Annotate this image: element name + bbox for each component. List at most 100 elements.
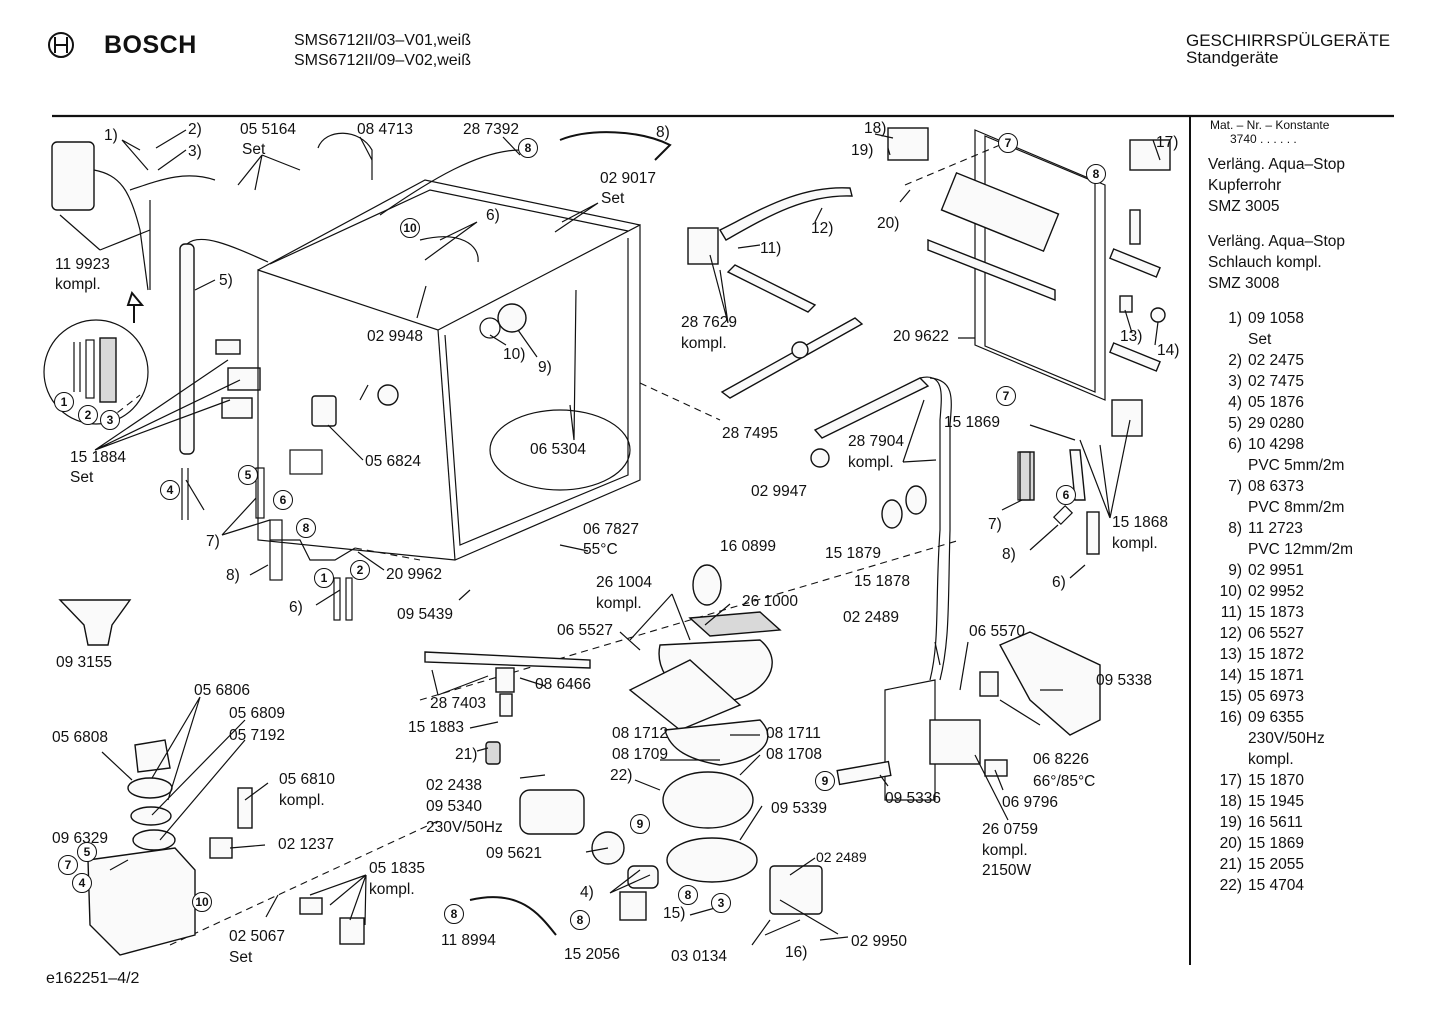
callout-17: 17): [1156, 134, 1179, 151]
label-06-7827: 06 7827: [583, 521, 640, 538]
parts-list-text: 15 1873: [1248, 604, 1305, 621]
parts-list-item: 15)05 6973: [1208, 686, 1438, 707]
label-02-9950: 02 9950: [851, 933, 908, 950]
label-28-7904: 28 7904: [848, 433, 905, 450]
callout-18: 18): [864, 120, 887, 137]
water-duct-illustration: [810, 376, 952, 681]
label-11-8994: 11 8994: [441, 932, 496, 949]
callout-9-tub: 9): [538, 359, 552, 376]
parts-list-number: 10): [1219, 583, 1242, 600]
legend-block2-line3: SMZ 3008: [1208, 275, 1280, 292]
circled-number-10-top: 10: [400, 218, 420, 238]
label-02-5067-set: Set: [229, 949, 253, 966]
label-05-6809: 05 6809: [229, 705, 286, 722]
label-05-5164-set: Set: [242, 141, 266, 158]
label-05-6810: 05 6810: [279, 771, 336, 788]
parts-list-number: 7): [1228, 478, 1242, 495]
bosch-armature-icon: [48, 32, 74, 58]
label-02-2489-bottom: 02 2489: [816, 849, 867, 865]
label-15-1869: 15 1869: [944, 414, 1001, 431]
parts-list-number: 2): [1228, 352, 1242, 369]
label-06-5527: 06 5527: [557, 622, 614, 639]
label-06-5304: 06 5304: [530, 441, 587, 458]
label-05-6806: 05 6806: [194, 682, 251, 699]
upper-spray-arm-illustration: [687, 187, 864, 399]
parts-list-text: 29 0280: [1248, 415, 1305, 432]
parts-list-item: 9)02 9951: [1208, 560, 1438, 581]
circled-number-8-panel: 8: [1086, 164, 1106, 184]
label-02-9947: 02 9947: [751, 483, 808, 500]
parts-list-text: 02 9952: [1248, 583, 1305, 600]
circled-number-2-left: 2: [350, 560, 370, 580]
callout-4-pump: 4): [580, 884, 594, 901]
label-08-1709: 08 1709: [612, 746, 669, 763]
parts-list-text: 06 5527: [1248, 625, 1305, 642]
parts-list-text: 09 6355 230V/50Hz kompl.: [1248, 709, 1325, 768]
label-06-8226: 06 8226: [1033, 751, 1090, 768]
parts-list-text: 15 1871: [1248, 667, 1305, 684]
callout-13: 13): [1120, 328, 1143, 345]
label-15-1868-kompl: kompl.: [1112, 535, 1158, 552]
konstante-label: Mat. – Nr. – Konstante: [1210, 118, 1330, 132]
leader-dash-1: [639, 382, 721, 421]
parts-list-number: 18): [1219, 793, 1242, 810]
callout-15: 15): [663, 905, 686, 922]
circled-number-9-heater: 9: [815, 771, 835, 791]
parts-list-number: 19): [1219, 814, 1242, 831]
circled-number-10-softener: 10: [192, 892, 212, 912]
callout-7-right: 7): [988, 516, 1002, 533]
water-softener-illustration: [58, 599, 365, 956]
parts-list-number: 5): [1228, 415, 1242, 432]
label-09-5439: 09 5439: [397, 606, 454, 623]
parts-list-number: 11): [1220, 604, 1242, 621]
label-02-9017-set: Set: [601, 190, 625, 207]
parts-list-number: 3): [1228, 373, 1242, 390]
label-15-1883: 15 1883: [408, 719, 465, 736]
parts-list-item: 22)15 4704: [1208, 875, 1438, 896]
label-05-6824: 05 6824: [365, 453, 422, 470]
label-02-1237: 02 1237: [278, 836, 335, 853]
callout-19: 19): [851, 142, 874, 159]
parts-list-number: 21): [1219, 856, 1242, 873]
label-02-2489-top: 02 2489: [843, 609, 900, 626]
label-55c: 55°C: [583, 541, 618, 558]
circled-number-6-left: 6: [273, 490, 293, 510]
label-05-5164: 05 5164: [240, 121, 297, 138]
label-15-1884: 15 1884: [70, 449, 127, 466]
label-09-5338: 09 5338: [1096, 672, 1153, 689]
parts-list-number: 16): [1219, 709, 1242, 726]
label-11-9923: 11 9923: [55, 256, 110, 273]
parts-list-text: 10 4298 PVC 5mm/2m: [1248, 436, 1345, 474]
label-20-9622: 20 9622: [893, 328, 950, 345]
label-08-1712: 08 1712: [612, 725, 669, 742]
label-08-1708: 08 1708: [766, 746, 823, 763]
parts-list-text: 02 7475: [1248, 373, 1305, 390]
label-20-9962: 20 9962: [386, 566, 443, 583]
callout-14: 14): [1157, 342, 1180, 359]
parts-list-item: 13)15 1872: [1208, 644, 1438, 665]
label-09-5340-voltage: 230V/50Hz: [426, 819, 503, 836]
model-number-2: SMS6712II/09–V02,weiß: [294, 52, 471, 69]
label-16-0899: 16 0899: [720, 538, 777, 555]
parts-list-number: 9): [1228, 562, 1242, 579]
aqua-stop-valve-illustration: [51, 141, 216, 291]
callout-21: 21): [455, 746, 478, 763]
circled-number-8-top: 8: [518, 138, 538, 158]
parts-list-item: 16) 09 6355 230V/50Hz kompl.: [1208, 707, 1438, 770]
label-09-6329: 09 6329: [52, 830, 109, 847]
legend-block1-line3: SMZ 3005: [1208, 198, 1280, 215]
label-15-1879: 15 1879: [825, 545, 882, 562]
parts-list-number: 17): [1219, 772, 1242, 789]
circled-number-8-pump: 8: [678, 885, 698, 905]
parts-list-number: 1): [1228, 310, 1242, 327]
label-26-0759: 26 0759: [982, 821, 1039, 838]
heater-illustration: [836, 631, 1101, 801]
parts-list-item: 5) 29 0280: [1208, 413, 1438, 434]
parts-list-item: 12)06 5527: [1208, 623, 1438, 644]
circled-number-7-panel: 7: [998, 133, 1018, 153]
parts-list-item: 18) 15 1945: [1208, 791, 1438, 812]
parts-list-text: 15 1870: [1248, 772, 1305, 789]
parts-list-text: 15 1945: [1248, 793, 1305, 810]
label-03-0134: 03 0134: [671, 948, 728, 965]
